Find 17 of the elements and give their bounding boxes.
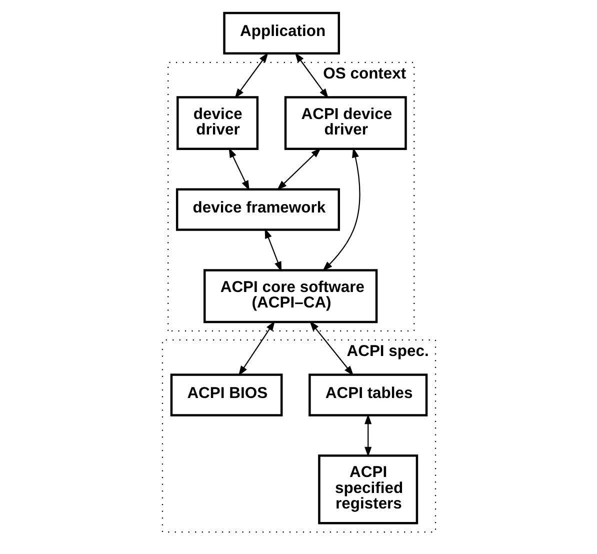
arrow xyxy=(294,52,328,99)
node-box: Application xyxy=(222,12,340,55)
node-box: device framework xyxy=(175,188,340,231)
arrow xyxy=(234,52,268,99)
node-box: ACPI device driver xyxy=(284,96,406,150)
node-box: ACPI specified registers xyxy=(318,454,418,524)
arrow xyxy=(308,320,354,376)
arrow xyxy=(228,147,249,191)
node-box: ACPI core software (ACPI–CA) xyxy=(203,269,378,324)
arrow xyxy=(264,228,282,272)
node-box: ACPI tables xyxy=(308,374,428,416)
arrow xyxy=(238,320,275,376)
arrow xyxy=(276,148,321,190)
node-box: device driver xyxy=(176,96,258,150)
arrow xyxy=(322,147,360,272)
node-box: ACPI BIOS xyxy=(170,374,282,416)
arrow xyxy=(364,414,372,457)
